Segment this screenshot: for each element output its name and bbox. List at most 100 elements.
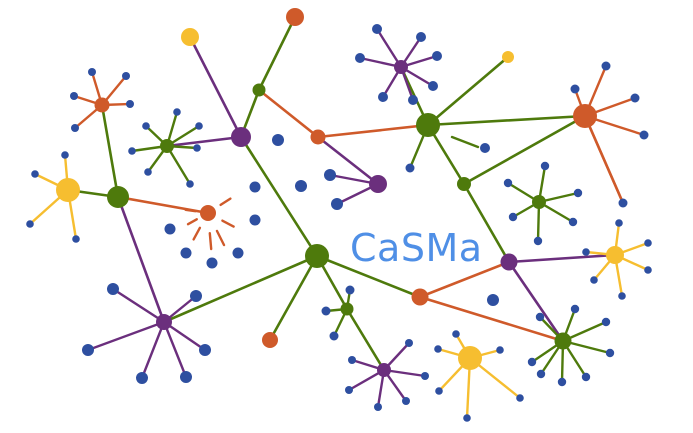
edge-0 xyxy=(100,103,120,199)
node-62 xyxy=(457,177,471,191)
node-33 xyxy=(231,127,251,147)
node-67 xyxy=(533,236,543,246)
edge-52 xyxy=(86,320,166,352)
node-21 xyxy=(232,247,244,259)
node-101 xyxy=(601,317,611,327)
edge-7 xyxy=(257,88,320,139)
edge-55 xyxy=(162,320,207,352)
node-29 xyxy=(180,371,192,383)
edge-46 xyxy=(215,229,226,247)
edge-20 xyxy=(315,254,422,299)
edge-21 xyxy=(345,307,386,372)
edge-49 xyxy=(186,218,198,226)
edge-22 xyxy=(418,260,511,299)
node-86 xyxy=(345,386,353,394)
node-73 xyxy=(644,266,652,274)
edge-13 xyxy=(426,114,587,127)
node-83 xyxy=(411,288,429,306)
edge-48 xyxy=(192,226,202,241)
edge-15 xyxy=(462,114,587,186)
node-9 xyxy=(193,144,201,152)
node-54 xyxy=(416,113,440,137)
node-96 xyxy=(435,387,443,395)
node-78 xyxy=(321,306,331,316)
node-69 xyxy=(532,195,546,209)
node-90 xyxy=(405,339,413,347)
edge-37 xyxy=(165,144,192,186)
node-94 xyxy=(516,394,524,402)
node-91 xyxy=(377,363,391,377)
node-18 xyxy=(56,178,80,202)
node-6 xyxy=(142,122,150,130)
node-55 xyxy=(480,143,490,153)
node-75 xyxy=(590,276,598,284)
edge-23 xyxy=(418,295,565,343)
node-108 xyxy=(107,186,129,208)
edge-8 xyxy=(239,135,319,258)
node-32 xyxy=(156,314,172,330)
node-37 xyxy=(310,129,326,145)
node-60 xyxy=(618,198,628,208)
nodes-layer xyxy=(26,8,652,422)
node-51 xyxy=(394,60,408,74)
node-7 xyxy=(173,108,181,116)
node-47 xyxy=(428,81,438,91)
node-35 xyxy=(286,8,304,26)
node-79 xyxy=(329,331,339,341)
node-3 xyxy=(71,124,79,132)
edge-26 xyxy=(165,135,243,148)
node-2 xyxy=(126,100,134,108)
node-44 xyxy=(372,24,382,34)
node-19 xyxy=(249,181,261,193)
node-74 xyxy=(618,292,626,300)
node-104 xyxy=(557,377,567,387)
node-30 xyxy=(199,344,211,356)
node-71 xyxy=(615,219,623,227)
node-14 xyxy=(31,170,39,178)
node-16 xyxy=(26,220,34,228)
node-50 xyxy=(355,53,365,63)
node-52 xyxy=(502,51,514,63)
node-26 xyxy=(107,283,119,295)
node-66 xyxy=(568,217,578,227)
node-17 xyxy=(72,235,80,243)
node-70 xyxy=(582,248,590,256)
node-57 xyxy=(601,61,611,71)
node-53 xyxy=(405,163,415,173)
node-42 xyxy=(272,134,284,146)
node-15 xyxy=(61,151,69,159)
node-45 xyxy=(416,32,426,42)
logo-text: CaSMa xyxy=(350,226,483,270)
node-88 xyxy=(402,397,410,405)
edge-17 xyxy=(162,254,319,324)
node-77 xyxy=(305,244,329,268)
node-4 xyxy=(70,92,78,100)
node-61 xyxy=(573,104,597,128)
edge-4 xyxy=(188,35,243,139)
node-36 xyxy=(252,83,266,97)
node-38 xyxy=(262,332,278,348)
node-98 xyxy=(458,346,482,370)
node-11 xyxy=(144,168,152,176)
edge-51 xyxy=(111,287,166,324)
node-85 xyxy=(348,356,356,364)
node-24 xyxy=(164,223,176,235)
node-76 xyxy=(606,246,624,264)
edge-59 xyxy=(375,27,403,69)
edge-44 xyxy=(219,197,232,207)
edge-18 xyxy=(268,254,319,342)
node-28 xyxy=(136,372,148,384)
node-31 xyxy=(190,290,202,302)
edge-2 xyxy=(116,195,166,324)
node-87 xyxy=(374,403,382,411)
node-81 xyxy=(340,302,354,316)
node-89 xyxy=(421,372,429,380)
node-107 xyxy=(554,332,572,350)
edge-6 xyxy=(257,15,297,92)
node-34 xyxy=(181,28,199,46)
edge-50 xyxy=(184,208,197,213)
node-40 xyxy=(331,198,343,210)
node-22 xyxy=(206,257,218,269)
node-59 xyxy=(639,130,649,140)
